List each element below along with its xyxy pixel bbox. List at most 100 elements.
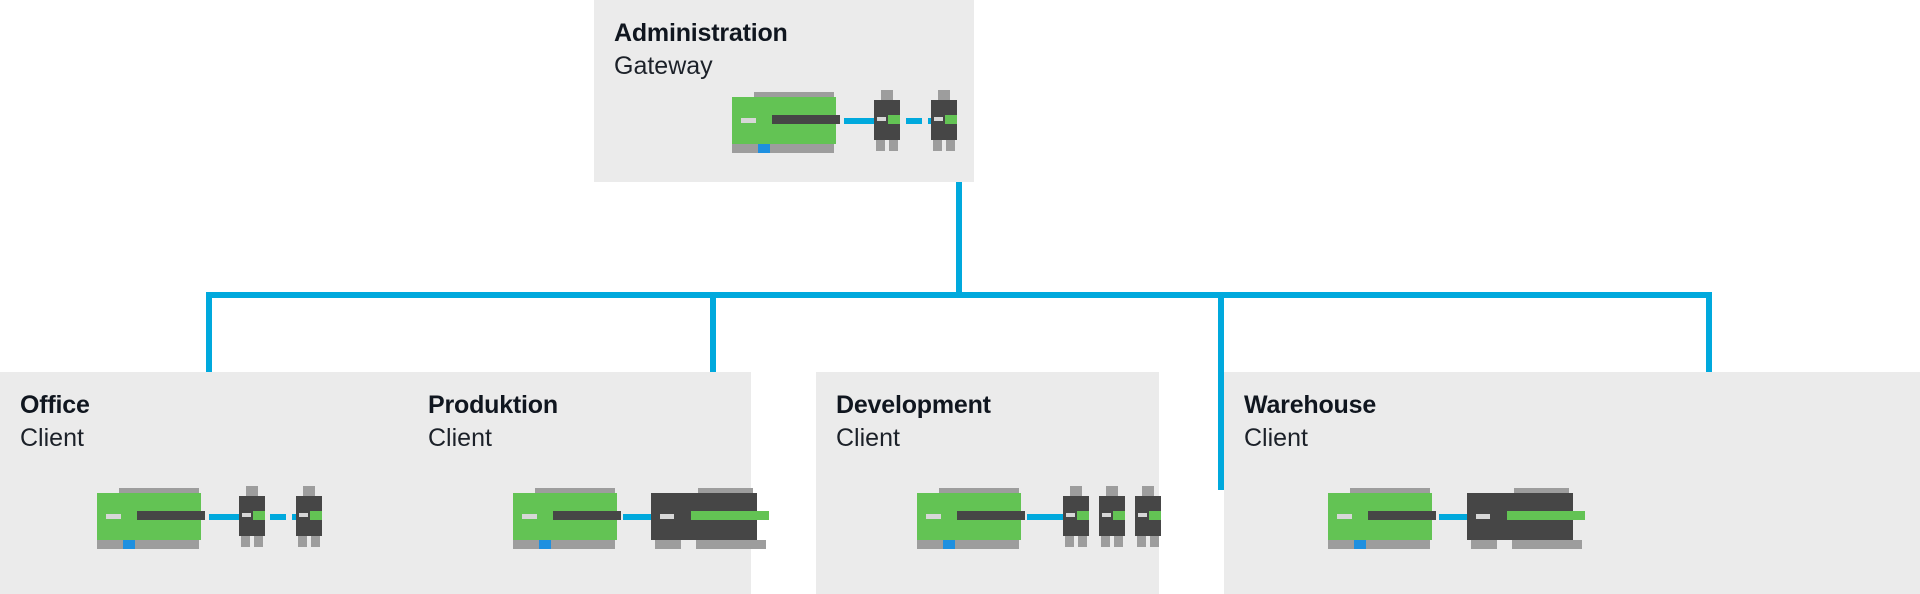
din-foot-left [1471,540,1497,549]
link-gateway-2a [906,118,922,124]
din-foot-right [135,540,199,549]
module-head [881,90,893,101]
module-foot-right [1114,536,1123,547]
status-led [522,514,537,519]
connector-tab [1354,540,1366,549]
module-head [1142,486,1154,497]
status-led [1337,514,1352,519]
module-foot-left [1137,536,1146,547]
module-green-indicator [253,511,265,520]
wire-horizontal-bus [206,292,1712,298]
din-rail-top [119,488,199,497]
status-led [1476,514,1490,519]
din-foot-right [1366,540,1430,549]
module-head [1106,486,1118,497]
wire-gateway-drop [956,148,962,298]
din-foot-left [1328,540,1354,549]
module-green-indicator [310,511,322,520]
device-development-module-2[interactable] [1099,486,1125,547]
connector-tab [123,540,135,549]
card-subtitle-development: Client [836,424,900,452]
connector-tab [943,540,955,549]
module-foot-right [1150,536,1159,547]
module-head [1070,486,1082,497]
link-office-1 [209,514,239,520]
din-rail-top [1514,488,1569,497]
device-office-controller[interactable] [97,488,205,549]
module-foot-left [298,536,307,547]
module-green-indicator [1077,511,1089,520]
plc-slot-bar [1368,511,1436,520]
status-led [926,514,941,519]
din-rail-top [698,488,753,497]
plc-slot-bar [957,511,1025,520]
module-foot-right [311,536,320,547]
module-foot-right [1078,536,1087,547]
module-foot-left [876,140,885,151]
device-gateway-module-2[interactable] [931,90,957,151]
din-rail-top [1350,488,1430,497]
card-produktion[interactable]: Produktion Client [408,372,769,594]
link-office-2a [270,514,286,520]
din-foot-left [655,540,681,549]
module-head [938,90,950,101]
din-foot-right [955,540,1019,549]
device-gateway-controller[interactable] [732,92,840,153]
plc-slot-bar [137,511,205,520]
card-title-office: Office [20,391,90,419]
card-development[interactable]: Development Client [816,372,1161,594]
device-development-controller[interactable] [917,488,1025,549]
card-administration[interactable]: Administration Gateway [594,0,974,182]
device-gateway-module-1[interactable] [874,90,900,151]
din-rail-top [939,488,1019,497]
card-subtitle-administration: Gateway [614,52,713,80]
card-title-produktion: Produktion [428,391,558,419]
module-head [303,486,315,497]
module-foot-left [241,536,250,547]
card-warehouse[interactable]: Warehouse Client [1224,372,1920,594]
module-head [246,486,258,497]
device-warehouse-expansion[interactable] [1467,488,1585,549]
link-development-1 [1027,514,1063,520]
device-office-module-2[interactable] [296,486,322,547]
link-gateway-1 [844,118,874,124]
din-foot-right [1512,540,1582,549]
module-foot-right [254,536,263,547]
card-subtitle-warehouse: Client [1244,424,1308,452]
device-produktion-controller[interactable] [513,488,621,549]
din-foot-right [770,144,834,153]
din-foot-left [732,144,758,153]
din-foot-right [696,540,766,549]
card-title-administration: Administration [614,19,788,47]
module-green-indicator [945,115,957,124]
wire-drop-development [1218,292,1224,490]
device-development-module-1[interactable] [1063,486,1089,547]
plc-slot-bar [691,511,769,520]
device-warehouse-controller[interactable] [1328,488,1436,549]
module-foot-right [889,140,898,151]
card-title-development: Development [836,391,991,419]
device-office-module-1[interactable] [239,486,265,547]
module-led [934,117,943,121]
device-produktion-expansion[interactable] [651,488,769,549]
plc-slot-bar [1507,511,1585,520]
module-green-indicator [888,115,900,124]
din-foot-left [513,540,539,549]
card-subtitle-office: Client [20,424,84,452]
card-office[interactable]: Office Client [0,372,423,594]
din-rail-top [754,92,834,101]
din-rail-top [535,488,615,497]
module-led [1066,513,1075,517]
link-warehouse-1 [1439,514,1467,520]
din-foot-right [551,540,615,549]
din-foot-left [97,540,123,549]
card-subtitle-produktion: Client [428,424,492,452]
module-foot-left [1065,536,1074,547]
module-foot-left [933,140,942,151]
module-led [877,117,886,121]
din-foot-left [917,540,943,549]
card-title-warehouse: Warehouse [1244,391,1377,419]
device-development-module-3[interactable] [1135,486,1161,547]
status-led [741,118,756,123]
